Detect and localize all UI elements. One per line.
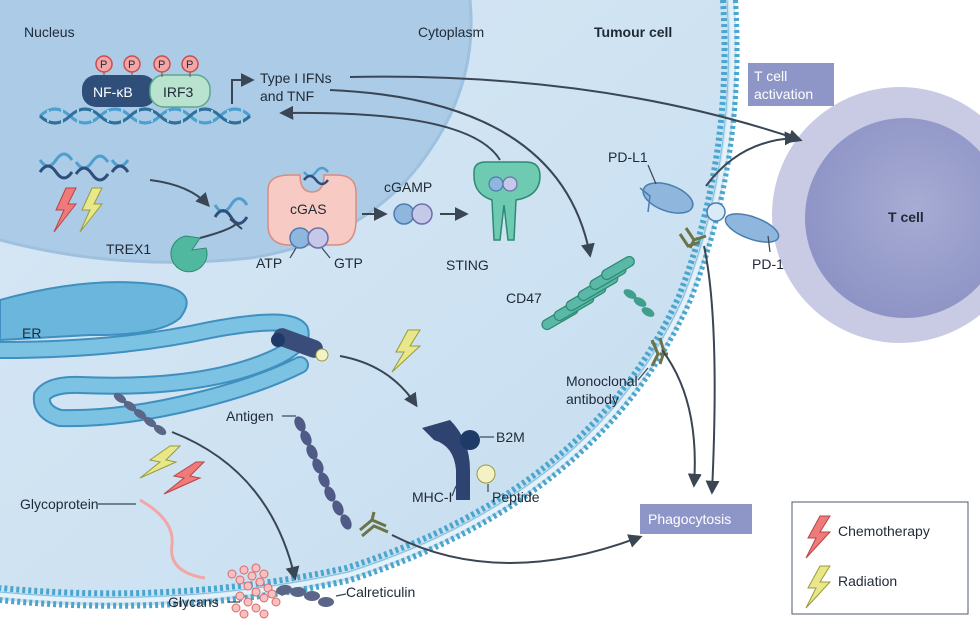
legend-chemotherapy-icon	[805, 515, 832, 559]
cd47-label: CD47	[506, 290, 542, 306]
antibody-icon	[359, 511, 389, 538]
t-cell-activation-line2: activation	[754, 86, 813, 102]
phosphate-icon: P	[153, 55, 171, 73]
nfkb-protein: NF-κB	[82, 75, 156, 107]
t-cell-label: T cell	[888, 209, 924, 225]
glycoprotein-label: Glycoprotein	[20, 496, 99, 512]
sting-label: STING	[446, 257, 489, 273]
endoplasmic-reticulum	[0, 281, 310, 428]
calreticulin-chain-er	[113, 392, 167, 436]
phosphate-icon: P	[181, 55, 199, 73]
ifn-to-cd47-arrow	[329, 89, 595, 258]
peptide-label: Peptide	[492, 489, 540, 505]
monoclonal-line1: Monoclonal	[566, 373, 638, 389]
radiation-bolt-icon	[391, 329, 422, 373]
mhc1-label: MHC-I	[412, 489, 452, 505]
b2m-label: B2M	[496, 429, 525, 445]
glycoprotein-chain	[139, 498, 206, 580]
phosphate-icon: P	[123, 55, 141, 73]
anti-pd1-antibody-icon	[678, 227, 707, 249]
calreticulin-exposure-arrow	[171, 431, 300, 581]
atp-molecule	[289, 227, 311, 249]
ifn-to-tcell-arrow	[349, 75, 803, 144]
phosphate-groups: P P P P	[95, 55, 199, 77]
cgamp-molecule	[393, 203, 433, 225]
svg-text:P: P	[100, 59, 107, 71]
cytoplasm-label: Cytoplasm	[418, 24, 484, 40]
pd-1-protein	[706, 202, 780, 243]
cd47-protein	[541, 255, 635, 331]
pd-l1-label: PD-L1	[608, 149, 648, 165]
gtp-label: GTP	[334, 255, 363, 271]
mhc1-er-complex	[271, 328, 329, 362]
chemotherapy-bolt-icon	[163, 461, 206, 495]
t-cell: T cell	[772, 87, 980, 343]
chemotherapy-bolt-icon	[53, 187, 78, 233]
sting-protein	[473, 161, 541, 241]
type1-ifns-line1: Type I IFNs	[260, 70, 332, 86]
cytosolic-dna	[213, 197, 249, 225]
phagocytosis-box: Phagocytosis	[640, 504, 752, 534]
mhc1-surface-complex	[422, 420, 496, 500]
cgas-protein: cGAS	[267, 174, 357, 246]
radiation-bolt-icon	[139, 445, 182, 479]
pd-1-label: PD-1	[752, 256, 784, 272]
dna-to-cytosol-arrow	[149, 179, 210, 208]
glycans-cluster	[227, 563, 281, 619]
nucleus-label: Nucleus	[24, 24, 75, 40]
cd47-blockade-arrow	[661, 349, 702, 488]
irf3-protein: IRF3	[149, 74, 211, 108]
nfkb-label: NF-κB	[93, 84, 133, 100]
trex1-label: TREX1	[106, 241, 151, 257]
legend-radiation-icon	[805, 565, 832, 609]
legend-radiation-label: Radiation	[838, 573, 897, 589]
glycans-label: Glycans	[168, 594, 219, 610]
sting-to-nucleus-arrow	[279, 105, 501, 161]
antigen-chain	[294, 416, 352, 530]
bound-dna-icon	[303, 166, 329, 186]
pd1-to-activation-arrow	[705, 131, 799, 187]
legend-chemotherapy-label: Chemotherapy	[838, 523, 930, 539]
antigen-label: Antigen	[226, 408, 273, 424]
t-cell-activation-line1: T cell	[754, 68, 787, 84]
calreticulin-surface	[276, 584, 334, 607]
dna-helix	[38, 107, 252, 125]
er-label: ER	[22, 325, 41, 341]
legend: Chemotherapy Radiation	[791, 501, 969, 615]
svg-text:P: P	[128, 59, 135, 71]
calreticulin-label: Calreticulin	[346, 584, 415, 600]
phosphate-icon: P	[95, 55, 113, 73]
svg-text:P: P	[158, 59, 165, 71]
cgas-label: cGAS	[290, 201, 327, 217]
trex1-inhibition-line	[199, 223, 237, 239]
cd47-tail	[623, 289, 655, 317]
phagocytosis-label: Phagocytosis	[648, 511, 731, 527]
dna-fragments	[38, 152, 130, 182]
atp-label: ATP	[256, 255, 282, 271]
cgamp-label: cGAMP	[384, 179, 432, 195]
inhibition-bar	[229, 218, 243, 230]
transcription-arrow	[231, 73, 255, 104]
pd1-to-phagocytosis-arrow	[703, 245, 720, 495]
svg-text:P: P	[186, 59, 193, 71]
tumour-cell-label: Tumour cell	[594, 24, 672, 40]
gtp-molecule	[307, 227, 329, 249]
monoclonal-line2: antibody	[566, 391, 619, 407]
type1-ifns-line2: and TNF	[260, 88, 314, 104]
antibody-to-phagocytosis-arrow	[391, 534, 643, 564]
irf3-label: IRF3	[163, 84, 194, 100]
mhc1-trafficking-arrow	[339, 355, 418, 408]
trex1-protein	[170, 235, 208, 273]
radiation-bolt-icon	[79, 187, 104, 233]
pd-l1-protein	[639, 182, 694, 214]
t-cell-activation-box: T cell activation	[748, 63, 834, 106]
